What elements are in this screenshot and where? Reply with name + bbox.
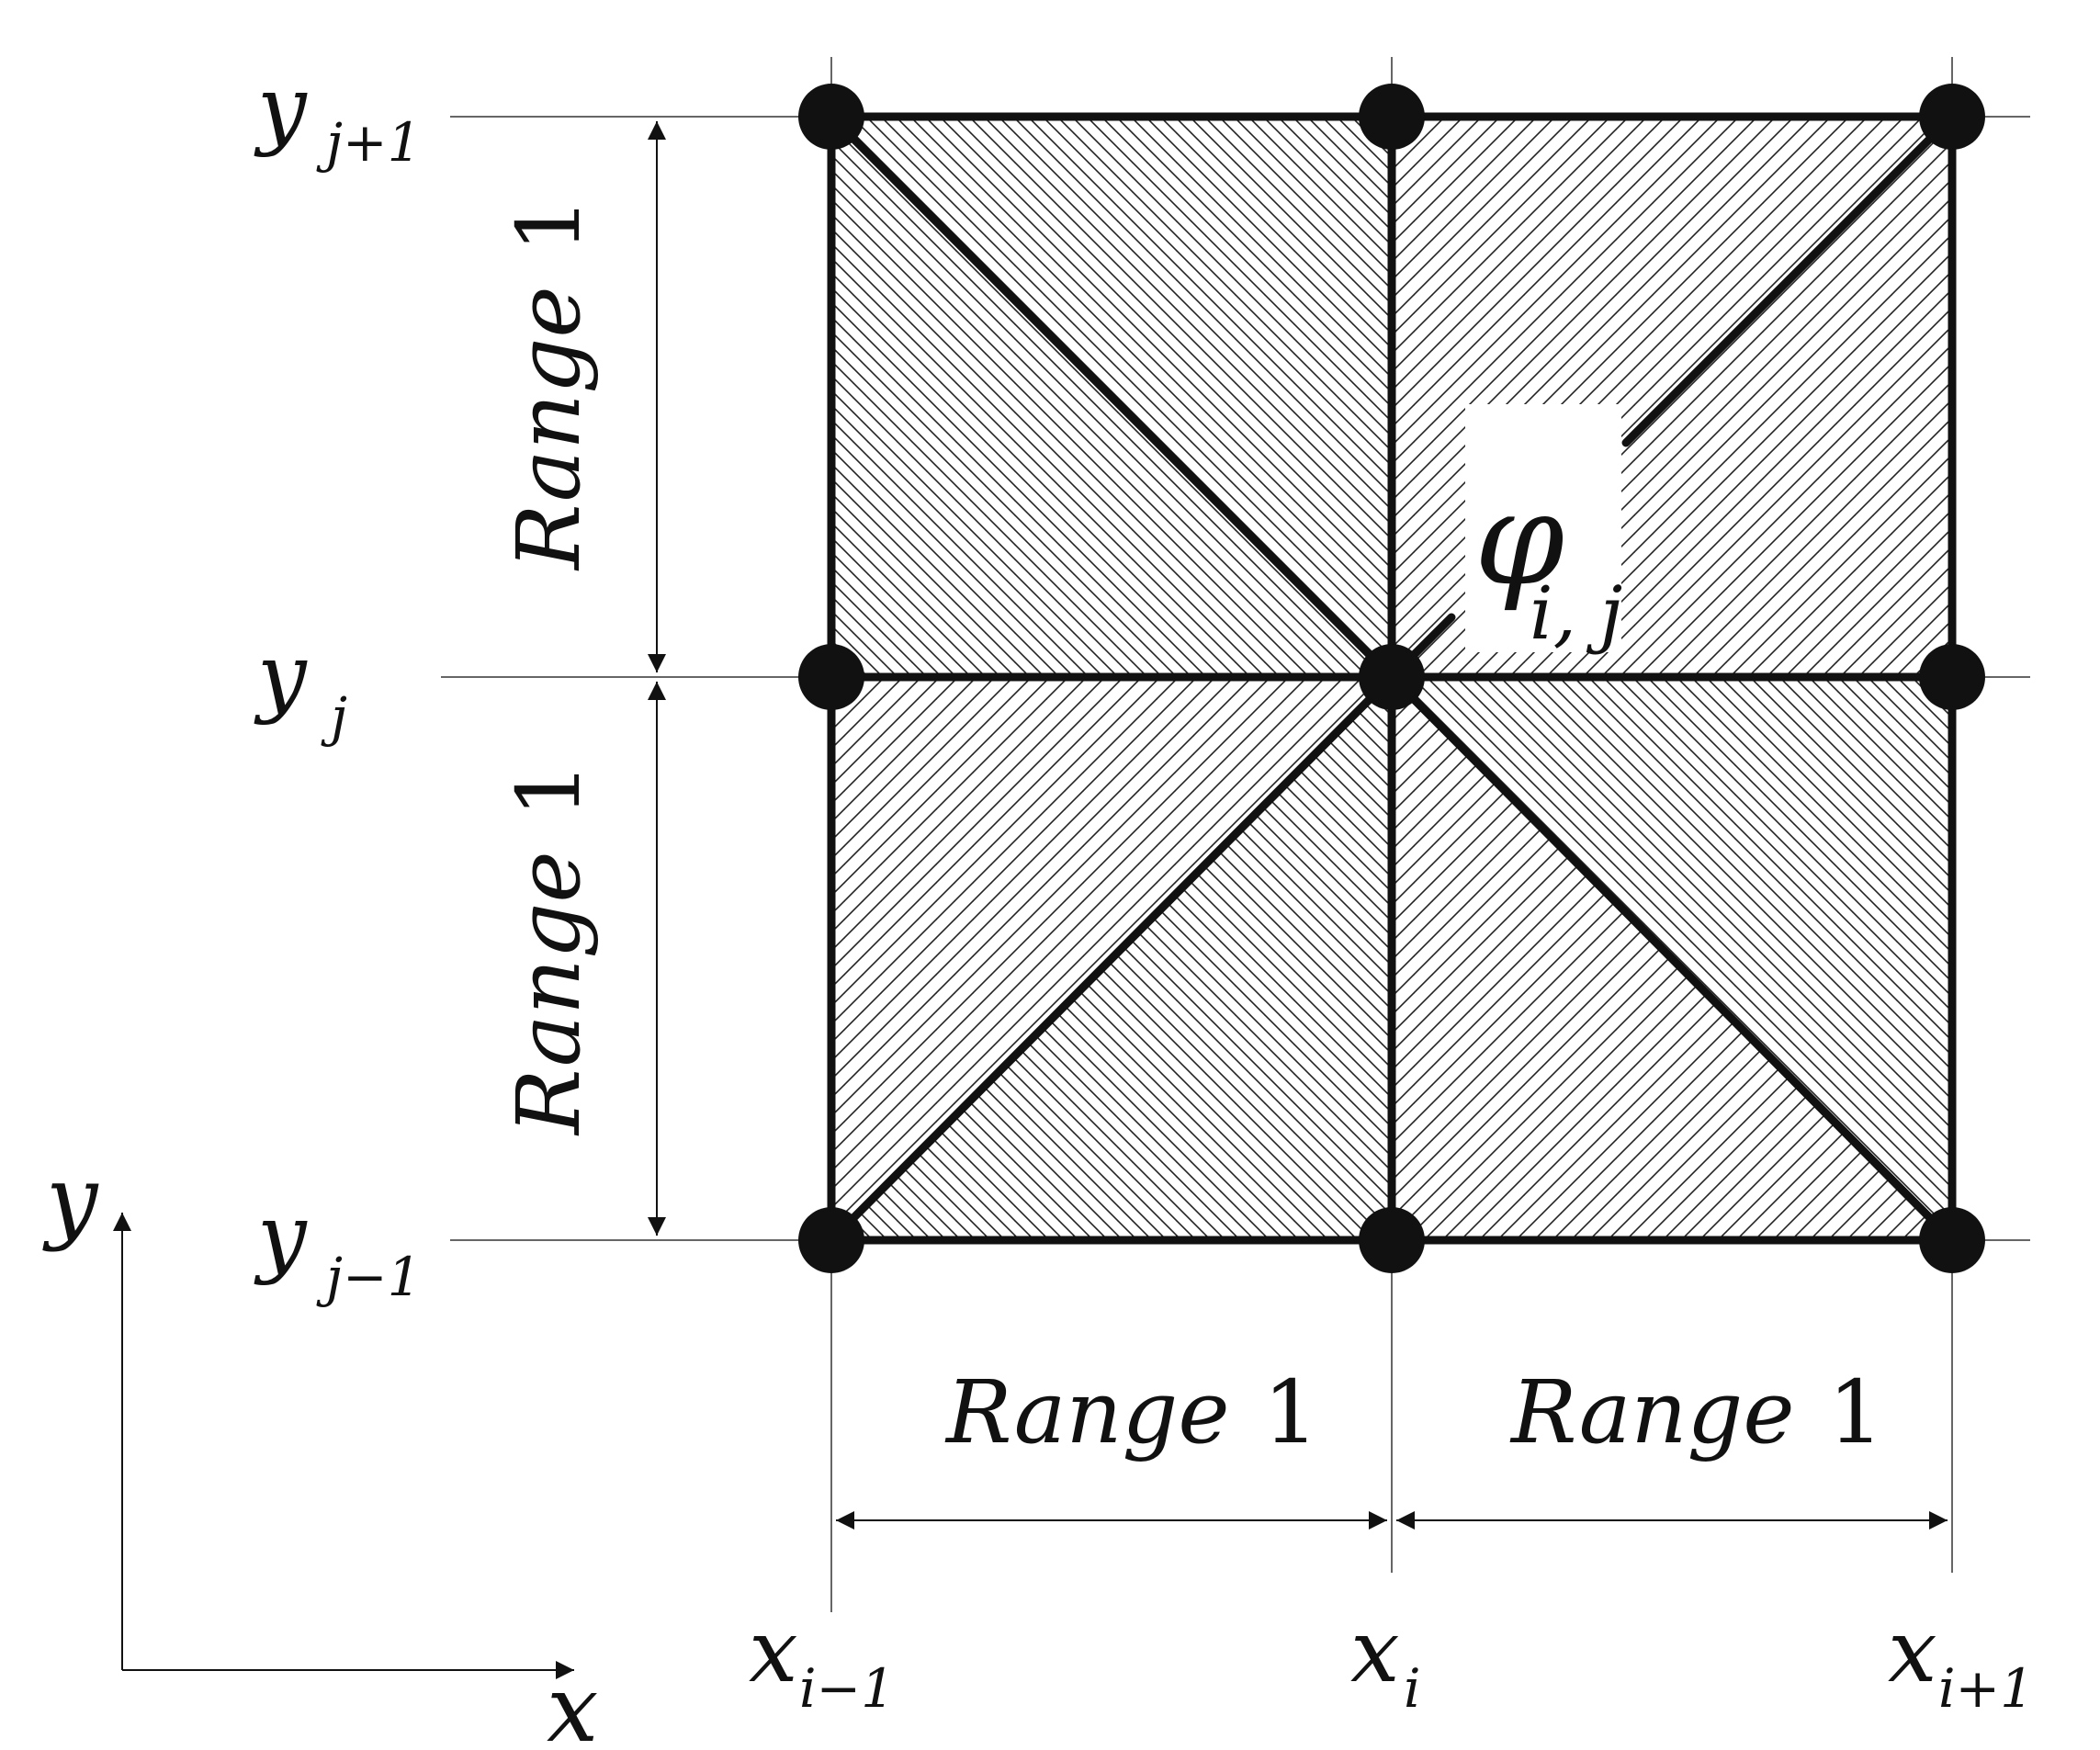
dim-label-left-bottom-word: Range [499, 851, 600, 1136]
phi-subscript: i, j [1530, 570, 1622, 656]
x-grid-labels: x i−1 x i x i+1 [749, 1601, 2034, 1720]
y-axis-label: y [42, 1146, 99, 1253]
x-label-curr: x [1350, 1601, 1400, 1702]
dim-label-bottom-right-word: Range [1509, 1362, 1795, 1463]
mesh-diagonal-bottom-left [827, 672, 1396, 1245]
y-label-next: y [254, 58, 308, 159]
dim-label-left-top-word: Range [499, 286, 600, 571]
node-middle-left [798, 644, 864, 710]
x-label-prev: x [749, 1601, 798, 1702]
node-top-left [798, 84, 864, 150]
x-label-prev-sub: i−1 [799, 1657, 895, 1720]
mesh-diagonal-top-left [827, 112, 1396, 682]
node-label-phi: φ i, j [1474, 465, 1622, 656]
mesh-diagonal-top-right-upper [1621, 112, 1957, 447]
dim-label-left-bottom-num: 1 [499, 762, 600, 818]
y-label-prev-sub: j−1 [316, 1246, 421, 1308]
node-bottom-center [1359, 1207, 1425, 1273]
node-top-right [1919, 84, 1985, 150]
mesh-nodes [798, 84, 1985, 1273]
dim-label-bottom-left-num: 1 [1263, 1362, 1318, 1463]
vertical-dimension-labels: Range 1 Range 1 [499, 198, 600, 1136]
node-bottom-left [798, 1207, 864, 1273]
x-label-curr-sub: i [1404, 1657, 1421, 1720]
dim-label-bottom-right-num: 1 [1828, 1362, 1883, 1463]
node-bottom-right [1919, 1207, 1985, 1273]
y-label-curr-sub: j [321, 685, 347, 748]
node-label-backdrop [1465, 404, 1621, 652]
coordinate-axes [113, 1213, 574, 1679]
dim-label-bottom-left-word: Range [944, 1362, 1230, 1463]
horizontal-dimension-labels: Range 1 Range 1 [944, 1362, 1883, 1463]
phi-symbol: φ [1474, 465, 1564, 615]
node-top-center [1359, 84, 1425, 150]
node-center [1359, 644, 1425, 710]
x-axis-label: x [547, 1655, 598, 1750]
dim-label-left-top-num: 1 [499, 198, 600, 253]
y-label-prev: y [254, 1186, 308, 1287]
mesh-diagonal-bottom-right [1387, 672, 1957, 1245]
y-label-next-sub: j+1 [316, 111, 421, 174]
x-label-next-sub: i+1 [1938, 1657, 2034, 1720]
y-grid-labels: y j+1 y j y j−1 [254, 58, 421, 1308]
y-label-curr: y [254, 626, 308, 727]
x-label-next: x [1888, 1601, 1937, 1702]
node-middle-right [1919, 644, 1985, 710]
